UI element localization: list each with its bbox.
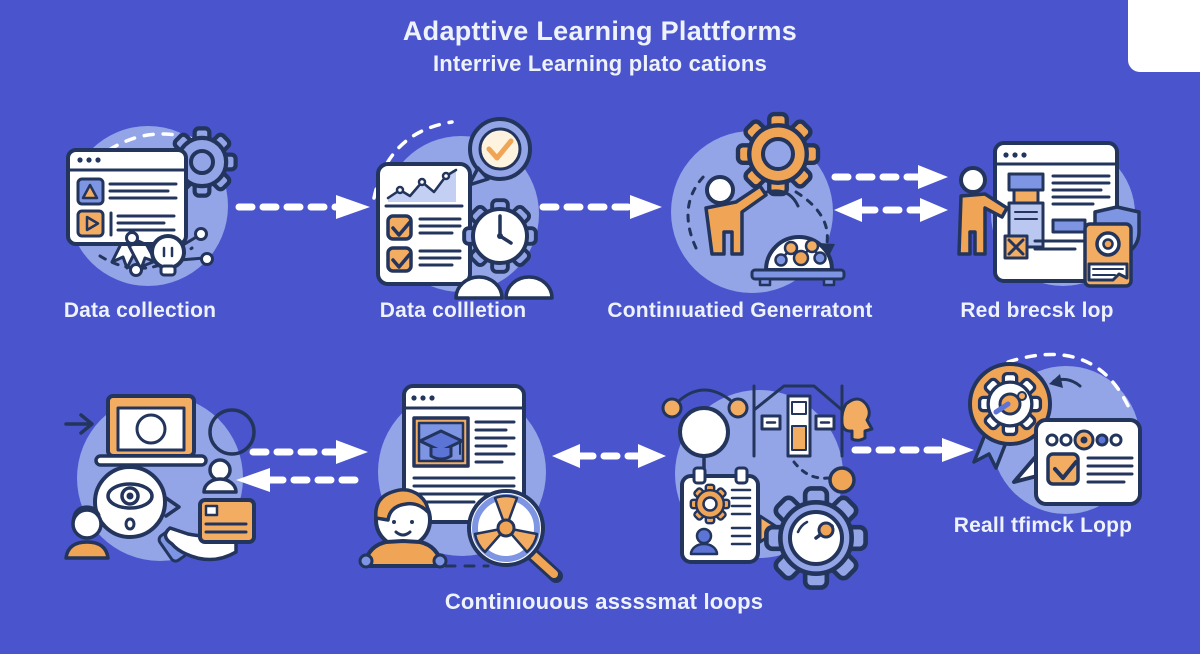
- corner-card: [1128, 0, 1200, 72]
- mind-nodes-head: [661, 388, 749, 472]
- bottom-arrow-3: [850, 436, 978, 464]
- top-arrow-3a: [830, 163, 952, 191]
- assessment-structure: [752, 384, 844, 458]
- laptop-eye-hand-device-illustration: [38, 372, 268, 577]
- small-person-figure: [202, 458, 238, 494]
- report-document: [376, 162, 472, 286]
- footer-caption: Continıouous assssmat loops: [444, 589, 764, 614]
- student-figure: [358, 488, 448, 569]
- chevron-arrow-icon: [164, 496, 181, 518]
- curve-arrow-icon: [1049, 374, 1082, 388]
- step-label-data-colltetion: Data collletion: [379, 299, 527, 322]
- laptop-icon: [94, 394, 208, 467]
- hand-with-device-icon: [157, 498, 256, 563]
- top-arrow-3b: [830, 196, 952, 224]
- step-label-continuated-generation: Continıuatied Generratont: [607, 299, 873, 322]
- person-figure: [704, 175, 768, 256]
- node-dot: [828, 466, 856, 494]
- page-subtitle: Interrive Learning plato cations: [432, 51, 768, 76]
- browser-gear-lightbulb-illustration: [40, 100, 250, 295]
- page-title: Adapttive Learning Plattforms: [402, 16, 798, 46]
- gear-badge-icon: [968, 362, 1052, 470]
- step-label-feedback-loop: Red brecsk lop: [960, 299, 1114, 322]
- approval-bubble-icon: [467, 117, 532, 187]
- top-arrow-2: [538, 193, 666, 221]
- child-figure: [64, 505, 110, 560]
- step-label-data-collection: Data collection: [63, 299, 217, 322]
- magnifier-chart-icon: [467, 489, 563, 583]
- step-label-real-time-loop: Reall tfimck Lopp: [953, 514, 1133, 537]
- circle-shape: [208, 408, 256, 456]
- browser-window: [66, 148, 188, 246]
- profile-clipboard-gauge-gear-illustration: [646, 368, 874, 588]
- gear-icon: [168, 128, 235, 195]
- profile-head-icon: [840, 397, 874, 442]
- badge-gear-feedback-window-illustration: [946, 346, 1161, 526]
- gauge-gear-icon: [766, 488, 865, 587]
- gear-icon: [738, 114, 818, 194]
- top-arrow-1: [234, 193, 374, 221]
- person-gear-model-dome-illustration: [648, 100, 853, 305]
- model-dome-icon: [750, 235, 846, 287]
- checklist-clock-approval-illustration: [348, 102, 563, 302]
- eye-face-icon: [93, 465, 167, 539]
- person-browser-certificate-illustration: [945, 128, 1155, 298]
- student-course-window-magnifier-illustration: [346, 368, 571, 583]
- chevron-arrow-icon: [64, 413, 94, 435]
- feedback-window: [1012, 418, 1142, 506]
- bottom-arrow-1b: [232, 466, 362, 494]
- bottom-arrow-1a: [248, 438, 372, 466]
- team-figures: [454, 275, 554, 300]
- clock-gear-icon: [462, 198, 538, 274]
- clipboard-icon: [680, 466, 760, 564]
- bottom-arrow-2: [548, 442, 670, 470]
- person-figure: [957, 166, 1009, 256]
- certificate-badge-icon: [1083, 205, 1141, 288]
- lightbulb-network-icon: [125, 227, 214, 277]
- course-window: [402, 384, 526, 524]
